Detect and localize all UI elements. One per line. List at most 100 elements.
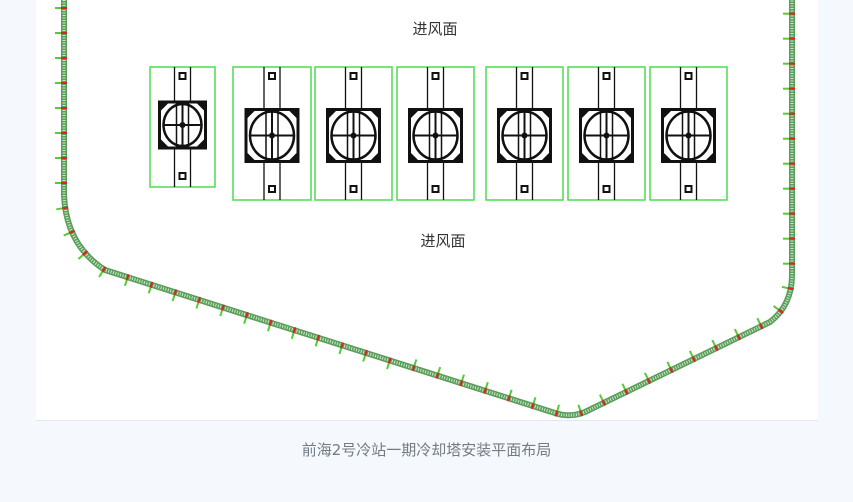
corner-brace (327, 151, 338, 162)
corner-brace (195, 102, 206, 112)
wall-tick-mark (787, 287, 794, 291)
cooling-tower-layout-diagram: 进风面 进风面 (55, 0, 795, 419)
wall-tick-mark (197, 296, 202, 304)
wall-tick-mark (268, 319, 273, 326)
corner-brace (369, 109, 380, 120)
wall-guide (64, 0, 792, 415)
cooling-towers (149, 66, 728, 201)
wall-tick-mark (340, 342, 344, 349)
cooling-tower (314, 66, 393, 201)
anchor-bottom (520, 185, 529, 193)
anchor-top (520, 72, 529, 80)
wall-hatch (62, 0, 794, 417)
wall-tick-mark (759, 323, 764, 330)
corner-brace (662, 109, 673, 120)
wall-tick-mark (292, 327, 297, 334)
corner-brace (580, 151, 591, 162)
anchor-top (178, 72, 187, 80)
figure-caption: 前海2号冷站一期冷却塔安装平面布局 (301, 441, 552, 459)
wall-tick-mark (624, 388, 629, 396)
wall-tick-mark (554, 410, 559, 417)
wall-tick-mark (221, 304, 225, 311)
wall-tick-mark (530, 402, 535, 410)
corner-brace (704, 109, 715, 120)
anchor-bottom (684, 185, 693, 193)
wall-tick-mark (125, 274, 130, 281)
fan-hub-frame (346, 108, 361, 163)
corner-brace (409, 109, 420, 120)
wall-tick-mark (62, 206, 69, 210)
wall-tick-mark (387, 357, 392, 364)
wall-tick-mark (435, 372, 440, 379)
fan-hub (269, 132, 275, 139)
corner-brace (662, 151, 673, 162)
anchor-bottom (431, 185, 440, 193)
anchor-bottom (178, 172, 187, 180)
corner-brace (369, 151, 380, 162)
corner-brace (498, 151, 509, 162)
wall-tick-mark (101, 266, 107, 273)
corner-brace (580, 109, 591, 120)
wall-outer (61, 0, 795, 419)
wall-tick-mark (173, 289, 178, 296)
fan-hub-frame (517, 108, 532, 163)
fan-hub (179, 122, 186, 128)
tower-boundary (314, 66, 393, 201)
fan-hub (521, 132, 528, 139)
corner-brace (246, 151, 256, 162)
fan-hub-frame (681, 108, 696, 163)
wall-tick-mark (411, 364, 416, 372)
corner-brace (288, 109, 298, 120)
wall-tick-mark (483, 387, 487, 394)
anchor-top (684, 72, 693, 80)
wall-tick-mark (714, 345, 719, 352)
fan-hub (685, 132, 692, 139)
tower-boundary (567, 66, 646, 201)
fan-hub (432, 132, 439, 139)
wall-tick-mark (579, 410, 584, 417)
tower-boundary (396, 66, 475, 201)
anchor-bottom (349, 185, 358, 193)
wall-tick-mark (777, 308, 784, 314)
cooling-tower (485, 66, 564, 201)
corner-brace (622, 151, 633, 162)
wall-tick-mark (244, 311, 249, 319)
corner-brace (288, 151, 298, 162)
anchor-top (268, 72, 276, 80)
divider (36, 420, 818, 421)
wall-tick-mark (82, 250, 89, 256)
wall-tick-mark (507, 395, 511, 402)
corner-brace (159, 102, 170, 112)
corner-brace (409, 151, 420, 162)
corner-brace (451, 109, 462, 120)
wall-ticks (55, 7, 795, 417)
corner-brace (704, 151, 715, 162)
corner-brace (622, 109, 633, 120)
anchor-top (431, 72, 440, 80)
corner-brace (246, 109, 256, 120)
tower-boundary (649, 66, 728, 201)
fan-hub-frame (265, 108, 279, 163)
air-inlet-label-bottom: 进风面 (420, 232, 465, 250)
fan-hub-frame (175, 101, 190, 149)
wall-tick-mark (459, 380, 464, 387)
enclosure-wall (61, 0, 795, 419)
fan-hub-frame (428, 108, 443, 163)
corner-brace (498, 109, 509, 120)
wall-tick-mark (601, 399, 607, 406)
wall-tick-mark (669, 366, 674, 374)
wall-tick-mark (364, 349, 368, 357)
wall-tick-mark (149, 281, 154, 288)
air-inlet-label-top: 进风面 (412, 20, 457, 38)
corner-brace (540, 151, 551, 162)
anchor-top (349, 72, 358, 80)
corner-brace (451, 151, 462, 162)
wall-tick-mark (316, 334, 321, 341)
anchor-top (602, 72, 611, 80)
anchor-bottom (268, 185, 276, 193)
corner-brace (540, 109, 551, 120)
wall-tick-mark (736, 334, 741, 341)
anchor-bottom (602, 185, 611, 193)
tower-boundary (149, 66, 216, 188)
tower-boundary (232, 66, 312, 201)
